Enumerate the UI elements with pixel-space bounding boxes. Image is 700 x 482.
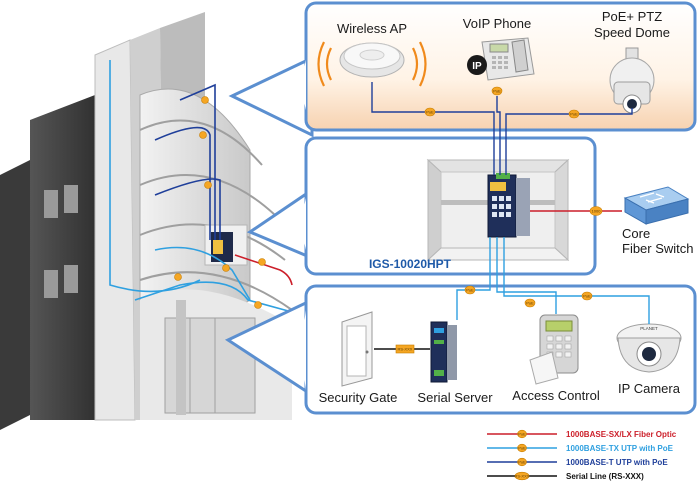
building-illustration (0, 12, 293, 430)
poe-badge-ptz: PoE (568, 109, 580, 119)
poe-badge-access-control: PoE (524, 298, 536, 308)
ip-camera-icon: PLANET (616, 323, 682, 373)
svg-text:1000: 1000 (592, 209, 602, 214)
legend-badge-text: PoE (518, 432, 526, 437)
legend-badge (517, 429, 527, 439)
legend-badge (517, 443, 527, 453)
svg-text:PoE: PoE (466, 288, 474, 293)
fiber-badge-core: 1000 (589, 206, 603, 216)
label-ptz-line1: PoE+ PTZ (602, 9, 662, 24)
switch-model-label: IGS-10020HPT (369, 257, 452, 271)
core-fiber-switch-icon (623, 186, 690, 225)
svg-text:RS-XXX: RS-XXX (398, 347, 413, 352)
poe-badge-ip-camera: PoE (581, 291, 593, 301)
legend-item: PoE 1000BASE-TX UTP with PoE (487, 443, 674, 453)
svg-text:PoE: PoE (426, 110, 434, 115)
label-wireless-ap: Wireless AP (337, 21, 407, 36)
poe-badge-serial-server: PoE (464, 285, 476, 295)
serial-badge-gate: RS-XXX (395, 344, 415, 354)
poe-badge-phone: PoE (491, 86, 503, 96)
legend-badge-text: RS-XXX (515, 474, 530, 479)
wireless-ap-icon (317, 41, 427, 87)
security-gate-icon (341, 311, 373, 387)
label-core-line2: Fiber Switch (622, 241, 694, 256)
svg-text:PoE: PoE (570, 112, 578, 117)
legend-badge-text: PoE (518, 446, 526, 451)
legend-item: PoE 1000BASE-T UTP with PoE (487, 457, 668, 467)
label-security-gate: Security Gate (319, 390, 398, 405)
legend-label: 1000BASE-SX/LX Fiber Optic (566, 430, 677, 439)
svg-text:PoE: PoE (493, 89, 501, 94)
legend-item: RS-XXX Serial Line (RS-XXX) (487, 471, 644, 481)
ip-badge-text: IP (472, 61, 482, 72)
camera-brand-text: PLANET (640, 326, 658, 331)
ptz-camera-icon (609, 47, 655, 114)
access-control-icon (529, 314, 579, 385)
legend-badge-text: PoE (518, 460, 526, 465)
voip-phone-icon: IP (467, 37, 535, 81)
label-ip-camera: IP Camera (618, 381, 681, 396)
legend-label: 1000BASE-TX UTP with PoE (566, 444, 674, 453)
callout-wedge-top (228, 55, 314, 138)
serial-server-icon (430, 321, 457, 383)
legend-label: Serial Line (RS-XXX) (566, 472, 644, 481)
label-voip-phone: VoIP Phone (463, 16, 531, 31)
label-ptz-line2: Speed Dome (594, 25, 670, 40)
poe-badge-ap: PoE (424, 107, 436, 117)
label-access-control: Access Control (512, 388, 600, 403)
svg-text:PoE: PoE (526, 301, 534, 306)
legend-label: 1000BASE-T UTP with PoE (566, 458, 668, 467)
label-serial-server: Serial Server (417, 390, 493, 405)
building-switch-icon (211, 232, 233, 262)
igs-switch-icon (487, 173, 530, 238)
label-core-line1: Core (622, 226, 650, 241)
legend-badge (517, 457, 527, 467)
connection-badges: PoE PoE PoE 1000 PoE PoE PoE RS-XXX (395, 86, 603, 354)
legend-item: PoE 1000BASE-SX/LX Fiber Optic (487, 429, 677, 439)
legend-badge (514, 471, 530, 481)
svg-text:PoE: PoE (583, 294, 591, 299)
